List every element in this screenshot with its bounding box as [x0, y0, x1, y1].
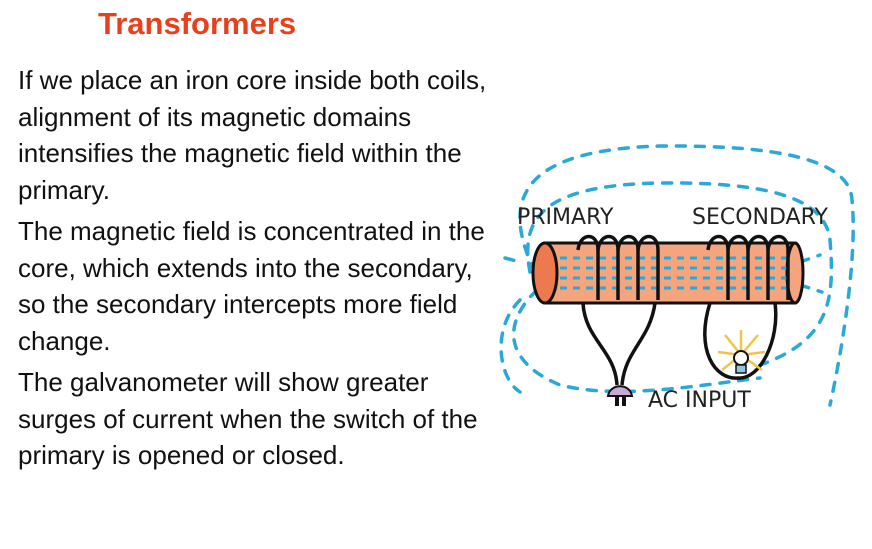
- label-primary: PRIMARY: [517, 205, 614, 230]
- slide-title: Transformers: [98, 6, 297, 41]
- label-secondary: SECONDARY: [692, 205, 828, 230]
- light-bulb-icon: [717, 330, 766, 374]
- paragraph-field-concentrated: The magnetic field is concentrated in th…: [18, 216, 485, 356]
- primary-coil: [576, 234, 660, 386]
- ac-plug-icon: [606, 385, 634, 406]
- paragraph-galvanometer: The galvanometer will show greater surge…: [18, 367, 478, 470]
- label-ac-input: AC INPUT: [648, 388, 751, 413]
- iron-core: [531, 241, 805, 305]
- slide-body: If we place an iron core inside both coi…: [18, 62, 488, 479]
- paragraph-iron-core: If we place an iron core inside both coi…: [18, 65, 487, 205]
- secondary-coil: [703, 234, 790, 380]
